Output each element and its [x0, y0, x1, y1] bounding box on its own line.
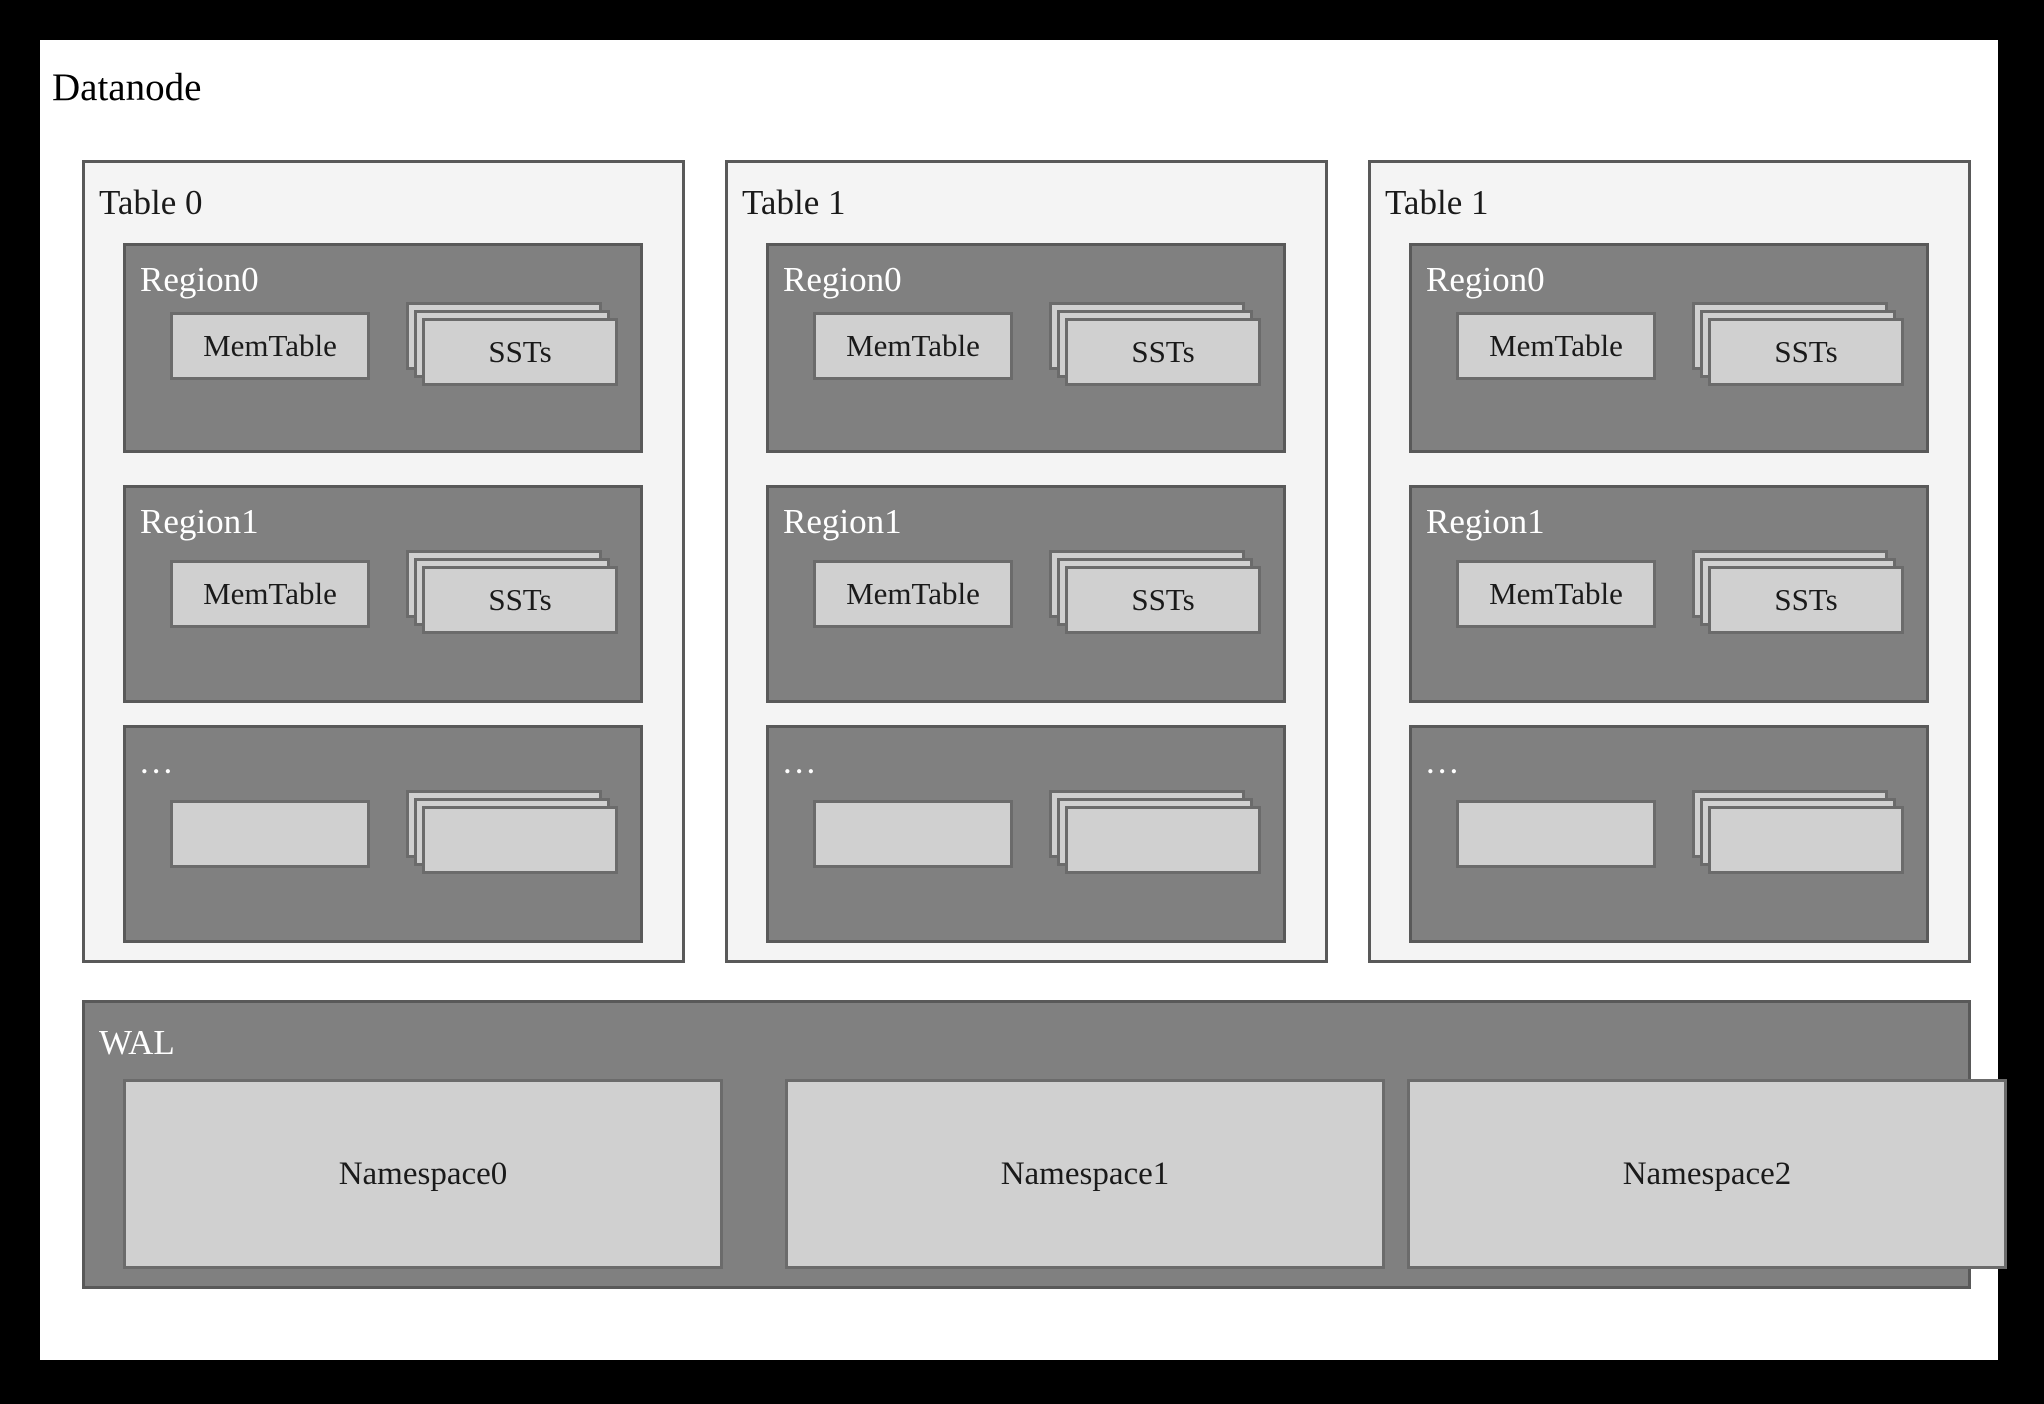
- region-box: Region0 MemTable SSTs: [123, 243, 643, 453]
- memtable-box: MemTable: [1456, 312, 1656, 380]
- memtable-box: [170, 800, 370, 868]
- namespace-box: Namespace2: [1407, 1079, 2007, 1269]
- region-title: Region0: [140, 260, 259, 299]
- memtable-box: [813, 800, 1013, 868]
- region-box: Region1 MemTable SSTs: [766, 485, 1286, 703]
- region-title: Region1: [783, 502, 902, 541]
- region-box: Region1 MemTable SSTs: [123, 485, 643, 703]
- sst-stack: SSTs: [1692, 550, 1904, 638]
- region-box: Region0 MemTable SSTs: [1409, 243, 1929, 453]
- sst-sheet-front: [422, 806, 618, 874]
- memtable-box: [1456, 800, 1656, 868]
- sst-sheet-front: SSTs: [1708, 566, 1904, 634]
- sst-stack: [1692, 790, 1904, 878]
- sst-stack: SSTs: [406, 550, 618, 638]
- sst-sheet-front: [1065, 806, 1261, 874]
- memtable-box: MemTable: [170, 560, 370, 628]
- region-title: Region1: [1426, 502, 1545, 541]
- sst-stack: SSTs: [406, 302, 618, 390]
- region-box: Region1 MemTable SSTs: [1409, 485, 1929, 703]
- wal-panel: WAL Namespace0 Namespace1 Namespace2: [82, 1000, 2007, 1289]
- table-panel-0: Table 0 Region0 MemTable SSTs Region1 Me…: [82, 160, 685, 963]
- table-title: Table 1: [742, 183, 846, 222]
- wal-title: WAL: [99, 1023, 175, 1062]
- sst-stack: [406, 790, 618, 878]
- sst-sheet-front: SSTs: [422, 566, 618, 634]
- sst-sheet-front: SSTs: [1708, 318, 1904, 386]
- table-panel-1: Table 1 Region0 MemTable SSTs Region1 Me…: [725, 160, 1328, 963]
- region-title: Region0: [1426, 260, 1545, 299]
- sst-sheet-front: SSTs: [422, 318, 618, 386]
- region-title: Region1: [140, 502, 259, 541]
- region-box-ellipsis: ...: [766, 725, 1286, 943]
- table-panel-2: Table 1 Region0 MemTable SSTs Region1 Me…: [1368, 160, 1971, 963]
- namespace-box: Namespace0: [123, 1079, 723, 1269]
- sst-sheet-front: SSTs: [1065, 318, 1261, 386]
- region-box: Region0 MemTable SSTs: [766, 243, 1286, 453]
- region-box-ellipsis: ...: [1409, 725, 1929, 943]
- region-title: ...: [1426, 742, 1462, 781]
- region-title: ...: [783, 742, 819, 781]
- sst-stack: SSTs: [1692, 302, 1904, 390]
- sst-sheet-front: SSTs: [1065, 566, 1261, 634]
- datanode-canvas: Datanode Table 0 Region0 MemTable SSTs R…: [40, 40, 2007, 1360]
- sst-stack: SSTs: [1049, 302, 1261, 390]
- sst-sheet-front: [1708, 806, 1904, 874]
- table-title: Table 1: [1385, 183, 1489, 222]
- sst-stack: SSTs: [1049, 550, 1261, 638]
- page-title: Datanode: [52, 66, 202, 109]
- memtable-box: MemTable: [813, 560, 1013, 628]
- namespace-box: Namespace1: [785, 1079, 1385, 1269]
- memtable-box: MemTable: [170, 312, 370, 380]
- region-title: ...: [140, 742, 176, 781]
- region-title: Region0: [783, 260, 902, 299]
- region-box-ellipsis: ...: [123, 725, 643, 943]
- table-title: Table 0: [99, 183, 203, 222]
- sst-stack: [1049, 790, 1261, 878]
- memtable-box: MemTable: [813, 312, 1013, 380]
- memtable-box: MemTable: [1456, 560, 1656, 628]
